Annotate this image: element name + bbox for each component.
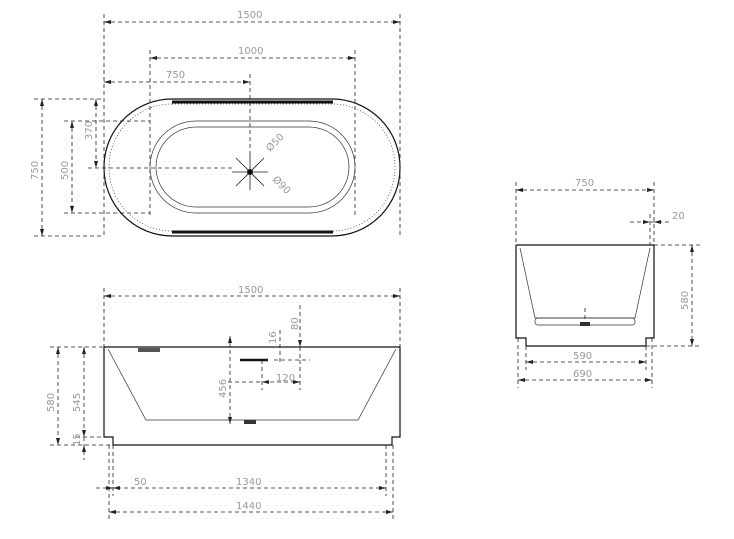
label-front-height: 580 [46, 393, 57, 412]
dim-line-side-bottom-width [517, 338, 653, 388]
dim-line-front-height [50, 346, 113, 446]
front-view: 1500 580 545 15 456 [46, 285, 401, 520]
dim-line-front-base [82, 437, 86, 460]
front-view-outline [103, 346, 401, 446]
label-front-foot-offset: 50 [134, 477, 147, 488]
side-view-basin [519, 247, 651, 319]
label-front-overflow-b: 16 [268, 331, 279, 344]
side-view: 750 20 580 590 [515, 178, 700, 388]
dim-line-overall-width [34, 98, 104, 237]
dim-line-front-drain-height [228, 336, 232, 424]
top-view-basin-inner [155, 126, 350, 208]
side-view-outline [515, 244, 655, 347]
label-overall-width: 750 [30, 161, 41, 180]
label-drain-large: Ø90 [270, 174, 293, 197]
label-front-top-length: 1500 [238, 285, 263, 296]
top-view-drain-marker [232, 155, 268, 190]
label-offset: 370 [84, 121, 95, 140]
label-front-overflow-c: 120 [276, 373, 295, 384]
label-front-base: 15 [72, 433, 83, 446]
dim-line-side-top-width [515, 182, 655, 245]
label-side-bottom-width: 690 [573, 369, 592, 380]
dim-line-side-rim [630, 214, 670, 245]
dim-line-overall-length [103, 14, 401, 236]
label-overall-length: 1500 [237, 10, 262, 21]
label-side-height: 580 [680, 291, 691, 310]
label-side-top-width: 750 [575, 178, 594, 189]
dim-line-front-inner-height [76, 347, 104, 438]
label-side-rim: 20 [672, 211, 685, 222]
dim-line-half-length [104, 74, 251, 155]
top-view-outer-rim [103, 98, 401, 237]
label-inner-length: 1000 [238, 46, 263, 57]
front-view-overflow [138, 348, 160, 352]
top-view-basin [149, 120, 356, 214]
dim-line-offset [88, 99, 232, 169]
label-front-inner-height: 545 [72, 393, 83, 412]
label-front-drain-height: 456 [218, 379, 229, 398]
dim-line-inner-width [64, 120, 150, 214]
label-front-inner-bottom: 1340 [236, 477, 261, 488]
label-front-bottom-length: 1440 [236, 501, 261, 512]
top-view-inner-rim [108, 103, 396, 232]
dim-line-side-height [646, 244, 700, 347]
label-half-length: 750 [166, 70, 185, 81]
label-inner-width: 500 [60, 161, 71, 180]
dim-line-front-inner-bottom [96, 445, 387, 496]
dim-line-front-bottom-length [108, 445, 394, 520]
label-side-inner-bottom: 590 [573, 351, 592, 362]
dim-line-front-top-length [103, 288, 401, 347]
dim-line-side-inner-bottom [525, 346, 647, 370]
dim-line-front-overflow [228, 305, 310, 390]
front-view-drain [244, 420, 256, 424]
label-drain-small: Ø50 [264, 131, 287, 154]
dim-line-inner-length [149, 50, 356, 215]
label-front-overflow-a: 80 [290, 317, 301, 330]
top-view: Ø50 Ø90 1500 1000 750 [30, 10, 401, 237]
